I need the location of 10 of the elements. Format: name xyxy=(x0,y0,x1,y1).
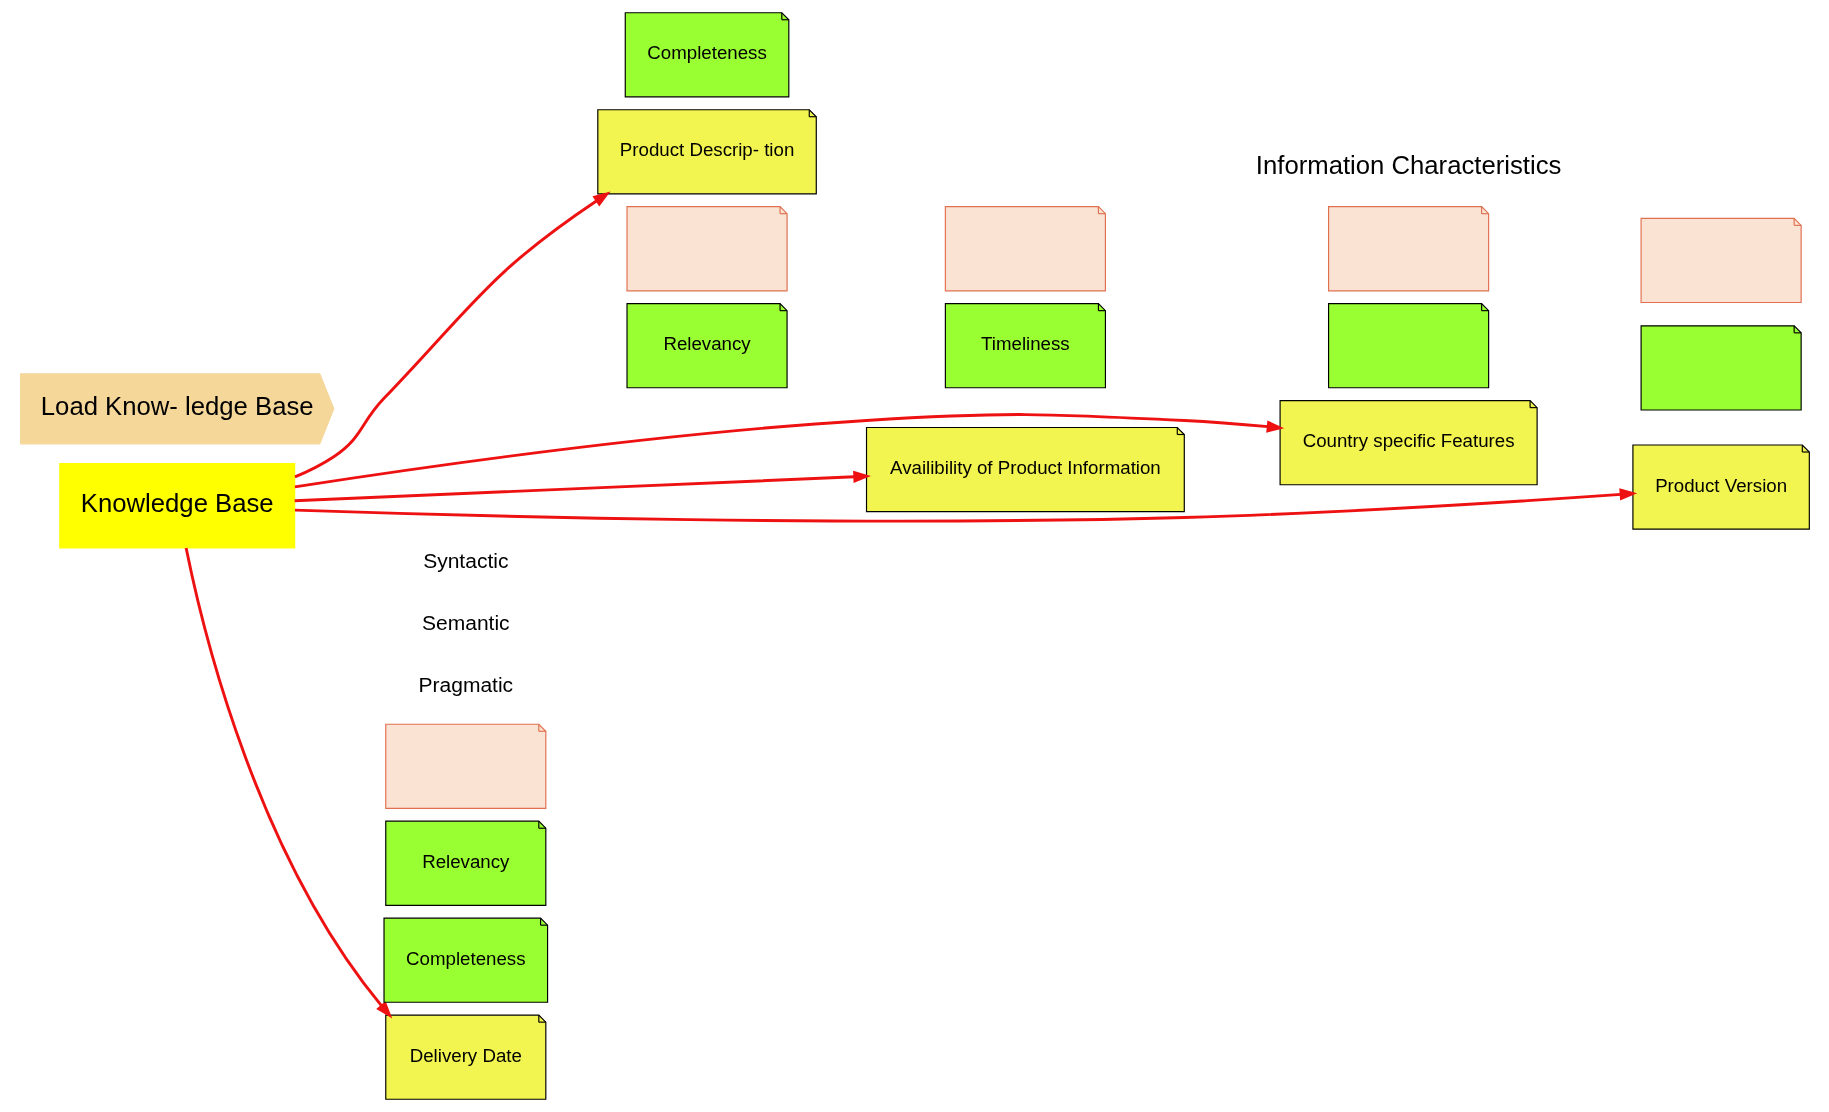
arrow xyxy=(293,191,610,479)
arrow xyxy=(184,547,392,1019)
label: Information Characteristics xyxy=(1255,150,1561,179)
label: Pragmatic xyxy=(417,672,513,696)
arrow xyxy=(294,488,1637,523)
arrow xyxy=(294,413,1284,489)
label: Syntactic xyxy=(422,549,508,573)
arrow xyxy=(294,470,871,503)
label: Semantic xyxy=(421,611,510,635)
node-box: Knowledge Base xyxy=(58,463,295,549)
